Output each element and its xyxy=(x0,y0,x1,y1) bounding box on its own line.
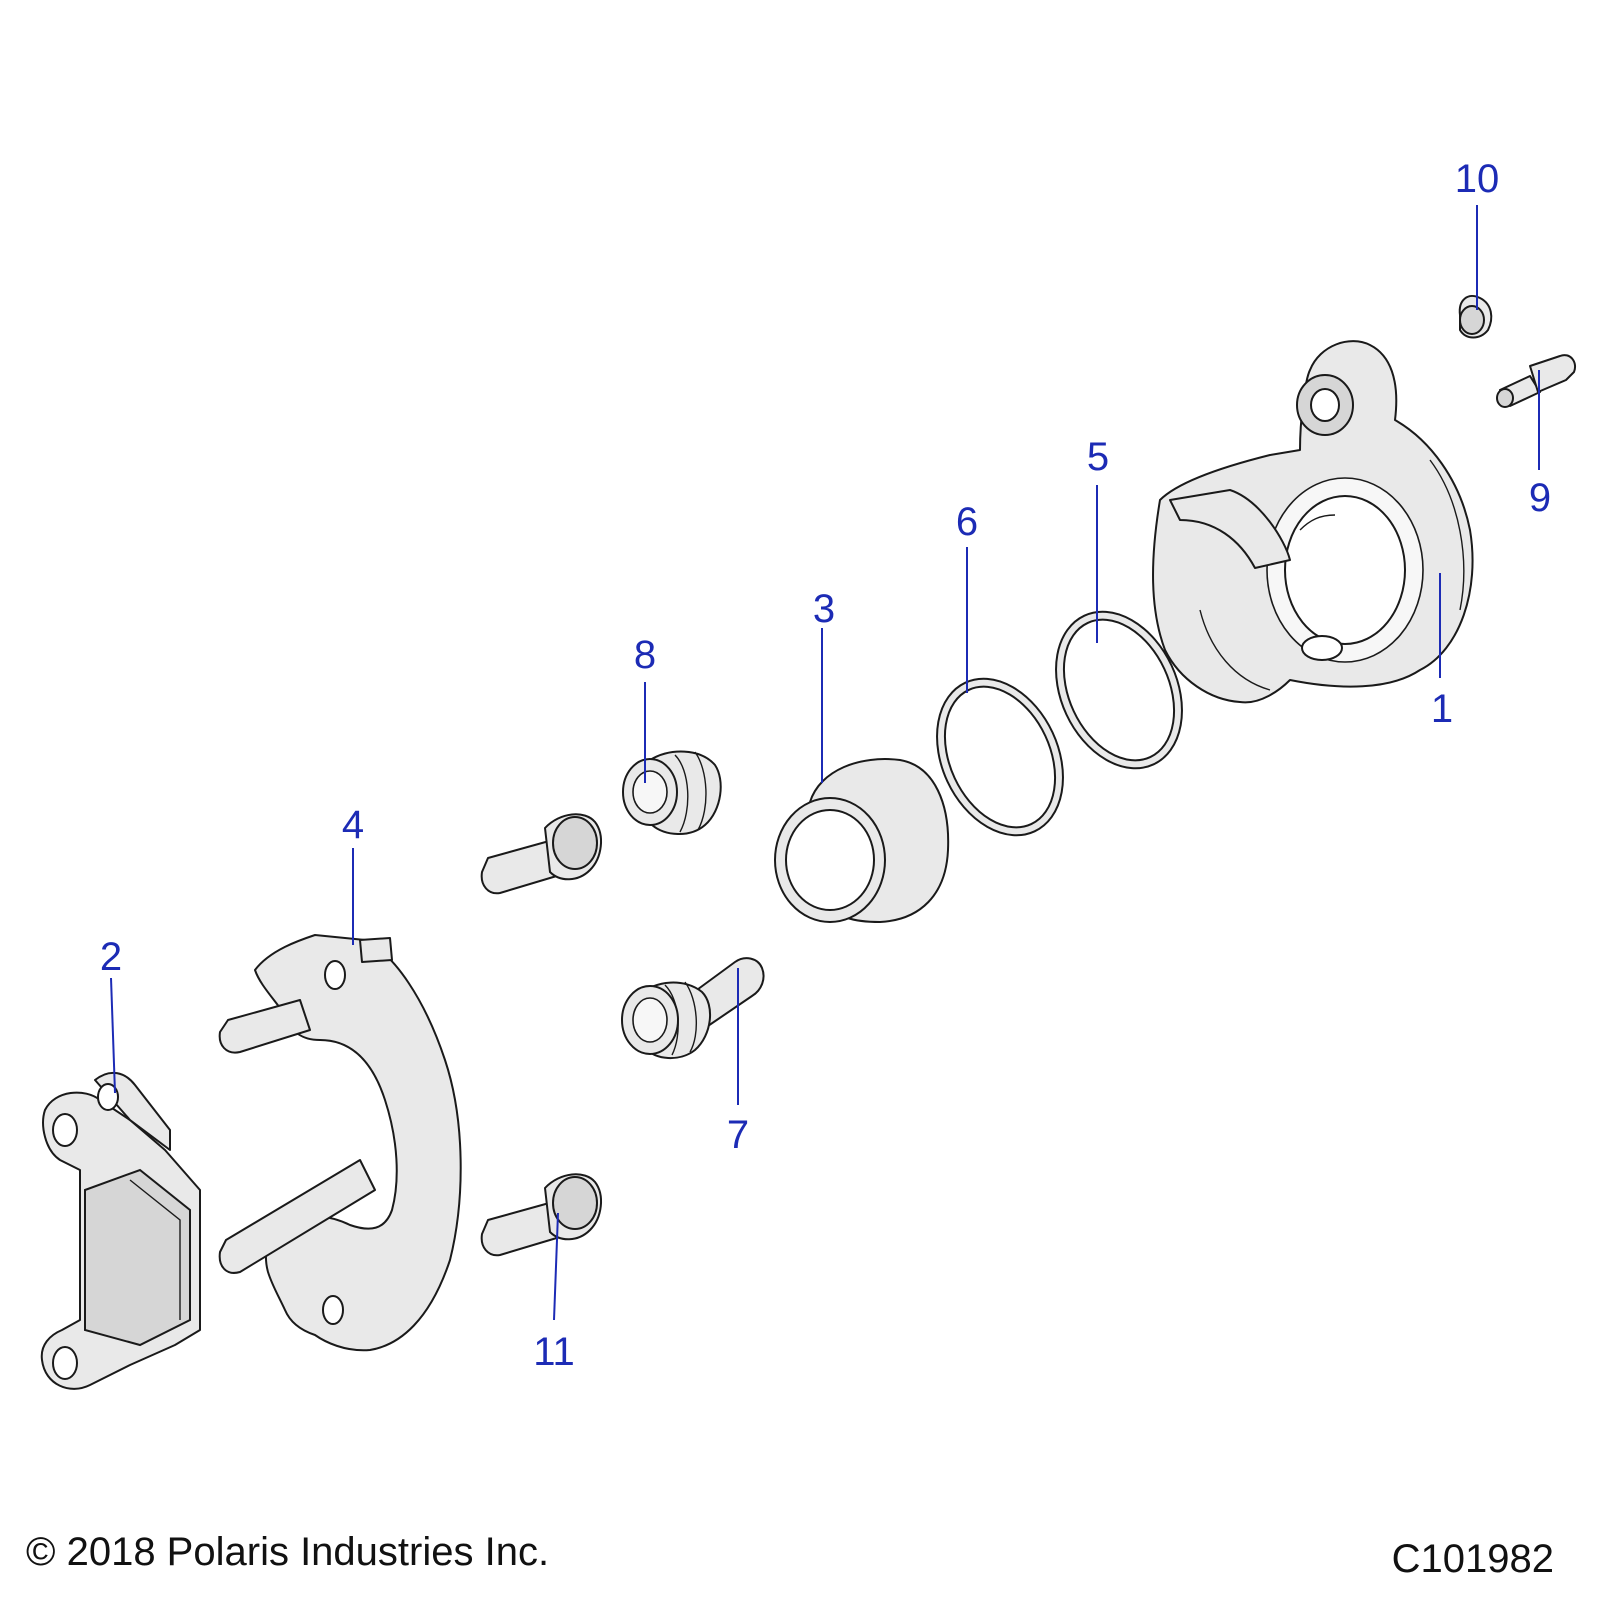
callout-5: 5 xyxy=(1087,435,1109,479)
callout-7: 7 xyxy=(727,1113,749,1157)
copyright-notice: © 2018 Polaris Industries Inc. xyxy=(26,1530,550,1574)
callouts: 1 2 3 4 5 6 7 8 9 10 11 xyxy=(100,157,1551,1374)
callout-6: 6 xyxy=(956,500,978,544)
callout-1: 1 xyxy=(1431,687,1453,731)
drawing-number: C101982 xyxy=(1391,1537,1554,1581)
callout-9: 9 xyxy=(1529,476,1551,520)
callout-11: 11 xyxy=(533,1330,575,1374)
seal-ring-6 xyxy=(936,677,1064,837)
callout-2: 2 xyxy=(100,935,122,979)
pin-bolt-upper xyxy=(480,813,602,895)
seal-ring-5 xyxy=(1055,610,1183,770)
callout-10: 10 xyxy=(1455,157,1500,201)
callout-8: 8 xyxy=(634,633,656,677)
bleeder-screw xyxy=(1496,354,1576,408)
leader-11 xyxy=(553,1212,559,1321)
pin-boot-8 xyxy=(622,750,722,835)
bleeder-cap xyxy=(1458,295,1493,339)
callout-3: 3 xyxy=(813,587,835,631)
caliper-bracket xyxy=(218,934,462,1352)
callout-4: 4 xyxy=(342,803,364,847)
slide-pin-7 xyxy=(621,957,765,1059)
leader-lines xyxy=(110,205,1540,1321)
caliper-body xyxy=(1152,340,1474,704)
brake-pads xyxy=(40,1071,201,1390)
mounting-bolt-11 xyxy=(480,1173,602,1257)
piston xyxy=(774,758,950,923)
leader-2 xyxy=(110,977,116,1094)
